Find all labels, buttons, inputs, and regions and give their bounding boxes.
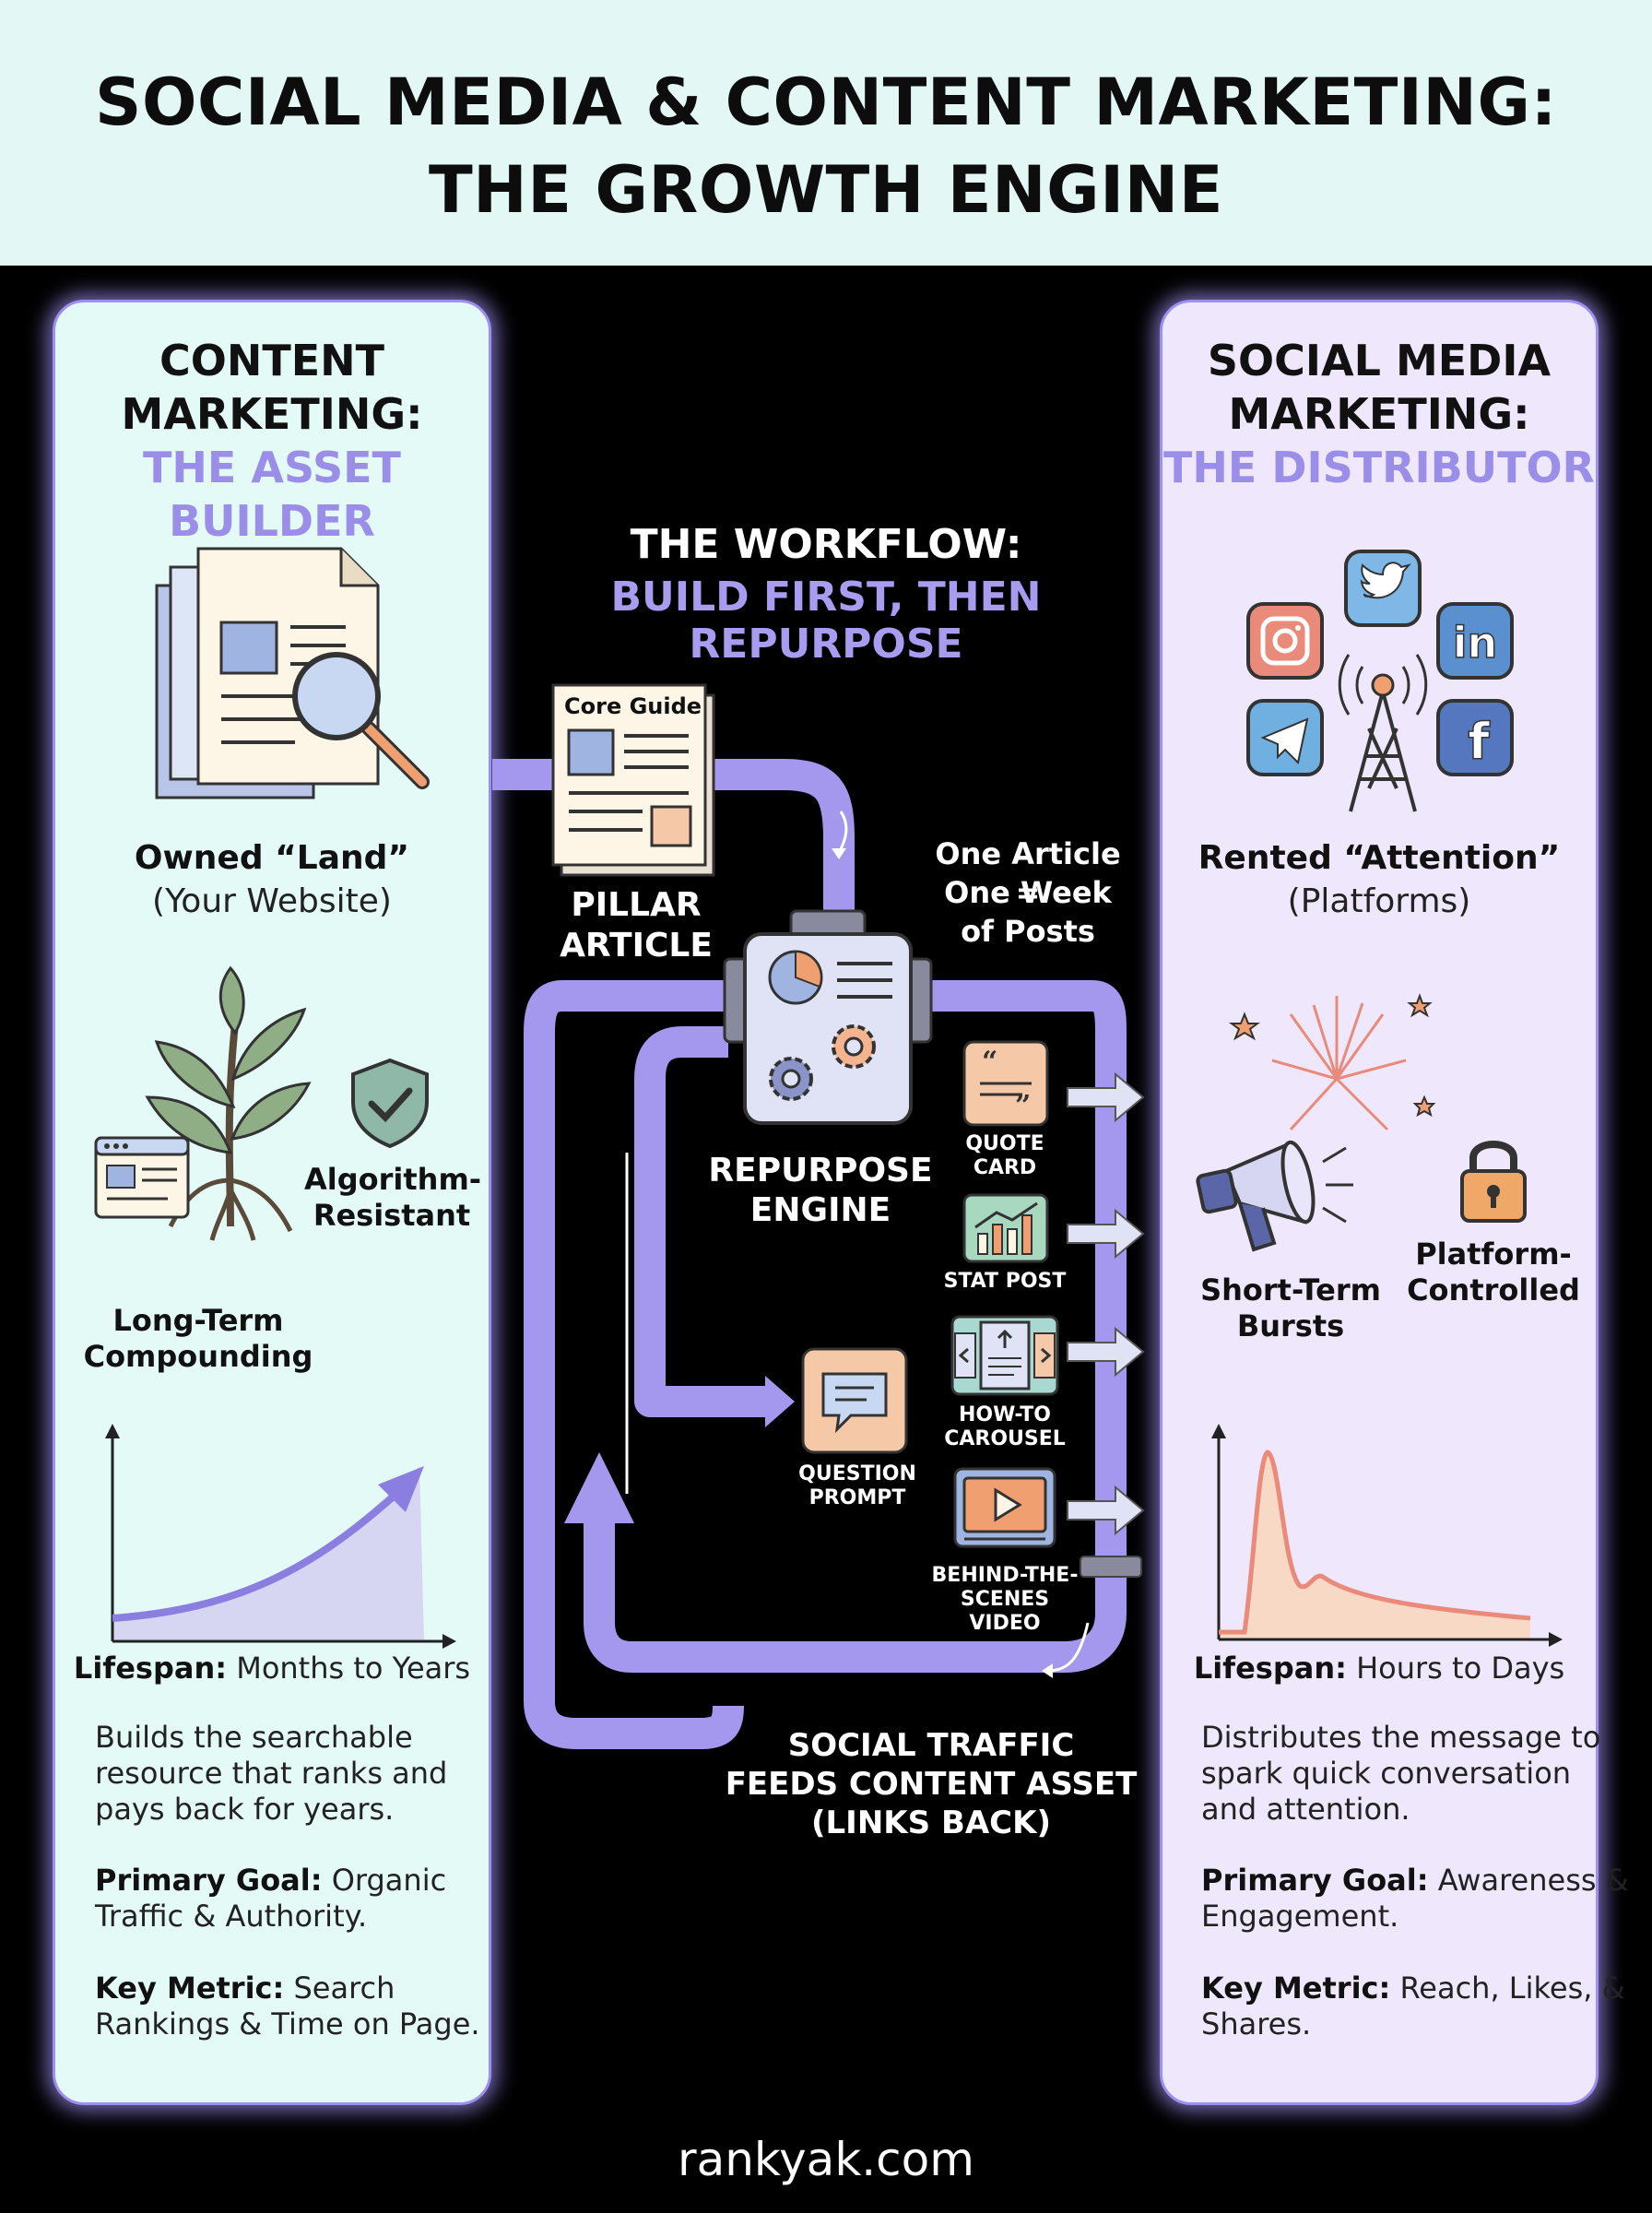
pillar-label-line2: ARTICLE xyxy=(560,927,713,964)
social-platforms-tower-icon: in f xyxy=(1246,550,1514,812)
right-goal-label: Primary Goal: xyxy=(1201,1863,1429,1898)
svg-text:f: f xyxy=(1468,713,1490,771)
video-play-icon xyxy=(953,1467,1056,1548)
left-desc-line3: pays back for years. xyxy=(95,1792,395,1827)
right-subheading: THE DISTRIBUTOR xyxy=(1163,443,1595,492)
right-goal-value1: Awareness & xyxy=(1437,1863,1629,1898)
long-term-label-line2: Compounding xyxy=(83,1339,313,1374)
megaphone-fireworks-icon xyxy=(1196,993,1436,1252)
left-metric-line1: Key Metric: Search xyxy=(95,1970,395,2006)
right-lifespan: Lifespan: Hours to Days xyxy=(1160,1651,1599,1686)
right-goal-line1: Primary Goal: Awareness & xyxy=(1201,1863,1629,1899)
right-lifespan-label: Lifespan: xyxy=(1193,1651,1347,1686)
header-banner: SOCIAL MEDIA & CONTENT MARKETING: THE GR… xyxy=(0,0,1652,266)
left-goal-value2: Traffic & Authority. xyxy=(95,1899,368,1934)
engine-label-line1: REPURPOSE xyxy=(708,1152,933,1189)
engine-label-line2: ENGINE xyxy=(749,1191,891,1229)
right-goal-value2: Engagement. xyxy=(1201,1899,1399,1934)
left-metric-value2: Rankings & Time on Page. xyxy=(95,2006,480,2041)
pillar-article-document-icon xyxy=(551,683,715,877)
one-article-line2: One Week xyxy=(944,875,1112,910)
right-heading-line1: SOCIAL MEDIA xyxy=(1207,336,1552,385)
rented-attention-subtitle: (Platforms) xyxy=(1287,882,1471,920)
left-subheading: THE ASSET BUILDER xyxy=(143,443,401,546)
core-guide-label: Core Guide xyxy=(564,693,702,719)
social-traffic-line3: (LINKS BACK) xyxy=(810,1805,1052,1841)
question-prompt-line2: PROMPT xyxy=(808,1486,906,1509)
algorithm-label-line1: Algorithm- xyxy=(304,1162,482,1197)
left-lifespan-label: Lifespan: xyxy=(73,1651,228,1686)
stat-post-label: STAT POST xyxy=(943,1270,1067,1293)
bts-video-line2: SCENES xyxy=(960,1588,1050,1611)
quote-card-icon: “ ” xyxy=(962,1040,1049,1127)
page-title-line2: THE GROWTH ENGINE xyxy=(428,152,1224,228)
left-lifespan-value: Months to Years xyxy=(236,1651,471,1686)
right-lifespan-value: Hours to Days xyxy=(1356,1651,1565,1686)
left-goal-line1: Primary Goal: Organic xyxy=(95,1863,446,1899)
growth-curve-chart-icon xyxy=(105,1424,456,1649)
shield-check-icon xyxy=(351,1058,429,1149)
quote-card-line2: CARD xyxy=(973,1156,1037,1179)
one-article-line3: of Posts xyxy=(961,914,1095,949)
left-goal-label: Primary Goal: xyxy=(95,1863,323,1898)
left-metric-label: Key Metric: xyxy=(95,1970,285,2006)
question-prompt-line1: QUESTION xyxy=(798,1462,916,1485)
growing-plant-icon xyxy=(145,965,312,1241)
short-term-label-line2: Bursts xyxy=(1236,1308,1345,1343)
browser-window-icon xyxy=(94,1136,190,1219)
owned-land-title: Owned “Land” xyxy=(134,839,410,877)
bts-video-line1: BEHIND-THE- xyxy=(931,1564,1079,1587)
bts-video-line3: VIDEO xyxy=(969,1612,1041,1635)
spike-decay-chart-icon xyxy=(1211,1424,1563,1647)
right-desc-line1: Distributes the message to xyxy=(1201,1720,1601,1755)
social-traffic-line2: FEEDS CONTENT ASSET xyxy=(725,1766,1138,1803)
right-metric-value1: Reach, Likes, & xyxy=(1399,1970,1625,2006)
padlock-icon xyxy=(1460,1141,1527,1223)
footer-site-link[interactable]: rankyak.com xyxy=(678,2133,974,2186)
how-to-carousel-line1: HOW-TO xyxy=(959,1403,1051,1426)
page-title-line1: SOCIAL MEDIA & CONTENT MARKETING: xyxy=(95,65,1557,140)
right-metric-label: Key Metric: xyxy=(1201,1970,1391,2006)
right-metric-value2: Shares. xyxy=(1201,2006,1312,2041)
how-to-carousel-icon xyxy=(950,1315,1059,1396)
right-metric-line1: Key Metric: Reach, Likes, & xyxy=(1201,1970,1625,2006)
question-prompt-chat-icon xyxy=(801,1347,908,1454)
left-lifespan: Lifespan: Months to Years xyxy=(53,1651,491,1686)
svg-text:in: in xyxy=(1453,618,1498,668)
left-desc-line1: Builds the searchable xyxy=(95,1720,413,1755)
left-heading-line1: CONTENT xyxy=(159,336,385,385)
left-heading-line2: MARKETING: xyxy=(121,389,423,439)
right-desc-line3: and attention. xyxy=(1201,1792,1410,1827)
workflow-subtitle: BUILD FIRST, THEN REPURPOSE xyxy=(610,574,1042,668)
workflow-title: THE WORKFLOW: xyxy=(630,521,1022,568)
how-to-carousel-line2: CAROUSEL xyxy=(944,1427,1066,1450)
platform-controlled-line1: Platform- xyxy=(1415,1237,1572,1272)
one-article-line1: One Article = xyxy=(935,836,1121,910)
stat-post-icon xyxy=(962,1193,1049,1263)
document-magnifier-icon xyxy=(155,547,430,799)
left-metric-value1: Search xyxy=(293,1970,395,2006)
rented-attention-title: Rented “Attention” xyxy=(1198,839,1561,877)
social-traffic-line1: SOCIAL TRAFFIC xyxy=(787,1727,1075,1764)
right-heading-line2: MARKETING: xyxy=(1228,389,1530,439)
left-desc-line2: resource that ranks and xyxy=(95,1756,448,1791)
repurpose-engine-machine-icon xyxy=(723,909,933,1125)
owned-land-subtitle: (Your Website) xyxy=(152,882,392,920)
svg-text:”: ” xyxy=(1015,1090,1031,1122)
svg-text:“: “ xyxy=(982,1046,997,1078)
algorithm-label-line2: Resistant xyxy=(313,1198,471,1233)
long-term-label-line1: Long-Term xyxy=(112,1303,284,1338)
left-goal-value1: Organic xyxy=(331,1863,447,1898)
short-term-label-line1: Short-Term xyxy=(1200,1272,1381,1308)
pillar-label-line1: PILLAR xyxy=(571,886,702,924)
right-desc-line2: spark quick conversation xyxy=(1201,1756,1572,1791)
platform-controlled-line2: Controlled xyxy=(1407,1272,1580,1308)
quote-card-line1: QUOTE xyxy=(965,1132,1044,1155)
